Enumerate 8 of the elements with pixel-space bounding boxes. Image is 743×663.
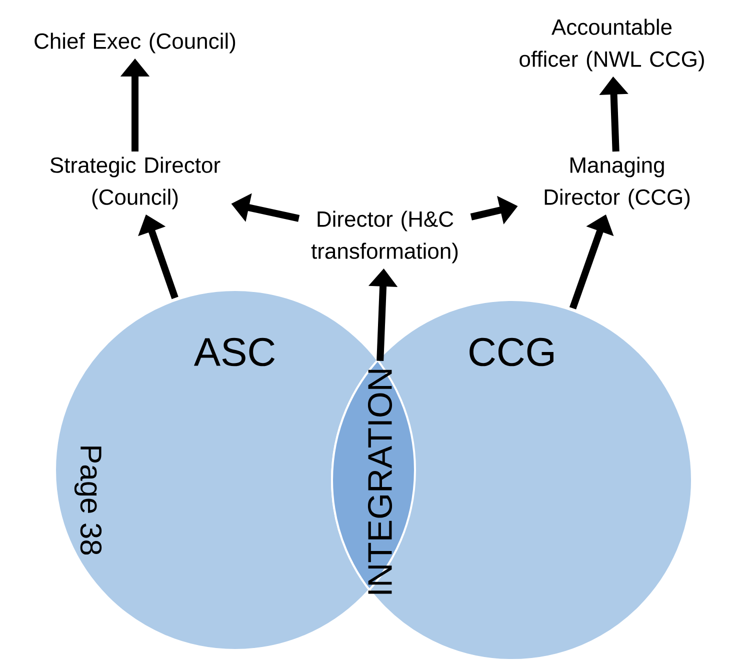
node-label: CCG xyxy=(470,338,554,366)
role-label: Director (H&C transformation) xyxy=(311,210,458,264)
role-label: Managing Director (CCG) xyxy=(544,156,690,210)
role-label: Strategic Director (Council) xyxy=(50,156,220,210)
overlap-lens: INTEGRATION xyxy=(332,300,416,651)
role-label: Chief Exec (Council) xyxy=(34,32,236,54)
page-number: Page 38 xyxy=(74,446,102,555)
role-label: Accountable officer (NWL CCG) xyxy=(520,18,704,72)
